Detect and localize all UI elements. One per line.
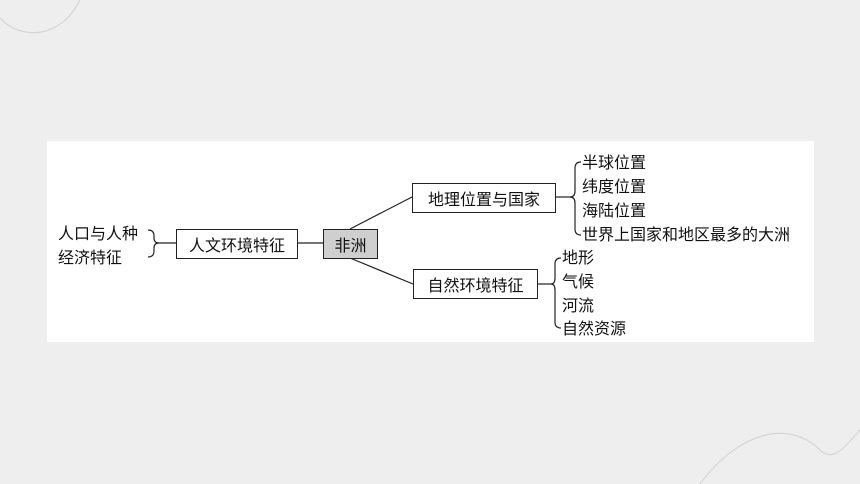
natural-environment-box: 自然环境特征 (413, 269, 538, 299)
geo-item-hemisphere: 半球位置 (582, 153, 647, 172)
geo-item-most-countries: 世界上国家和地区最多的大洲 (582, 225, 791, 244)
geo-item-latitude: 纬度位置 (582, 177, 647, 196)
left-item-economy: 经济特征 (58, 248, 123, 267)
geo-brace (569, 161, 582, 236)
natural-environment-label: 自然环境特征 (427, 276, 524, 295)
nature-item-resources: 自然资源 (562, 319, 627, 338)
nature-item-terrain: 地形 (562, 248, 595, 267)
diagram-panel (47, 141, 814, 342)
geo-item-sea-land: 海陆位置 (582, 201, 647, 220)
left-item-population: 人口与人种 (58, 224, 139, 243)
africa-center-label: 非洲 (334, 236, 367, 255)
human-environment-box: 人文环境特征 (176, 229, 298, 259)
nature-item-climate: 气候 (562, 272, 595, 291)
left-brace (147, 229, 160, 258)
human-environment-label: 人文环境特征 (188, 236, 285, 255)
nature-brace (550, 257, 562, 329)
nature-item-rivers: 河流 (562, 296, 595, 315)
geo-location-box: 地理位置与国家 (412, 183, 556, 213)
geo-location-label: 地理位置与国家 (427, 190, 540, 209)
africa-center-box: 非洲 (323, 229, 378, 259)
